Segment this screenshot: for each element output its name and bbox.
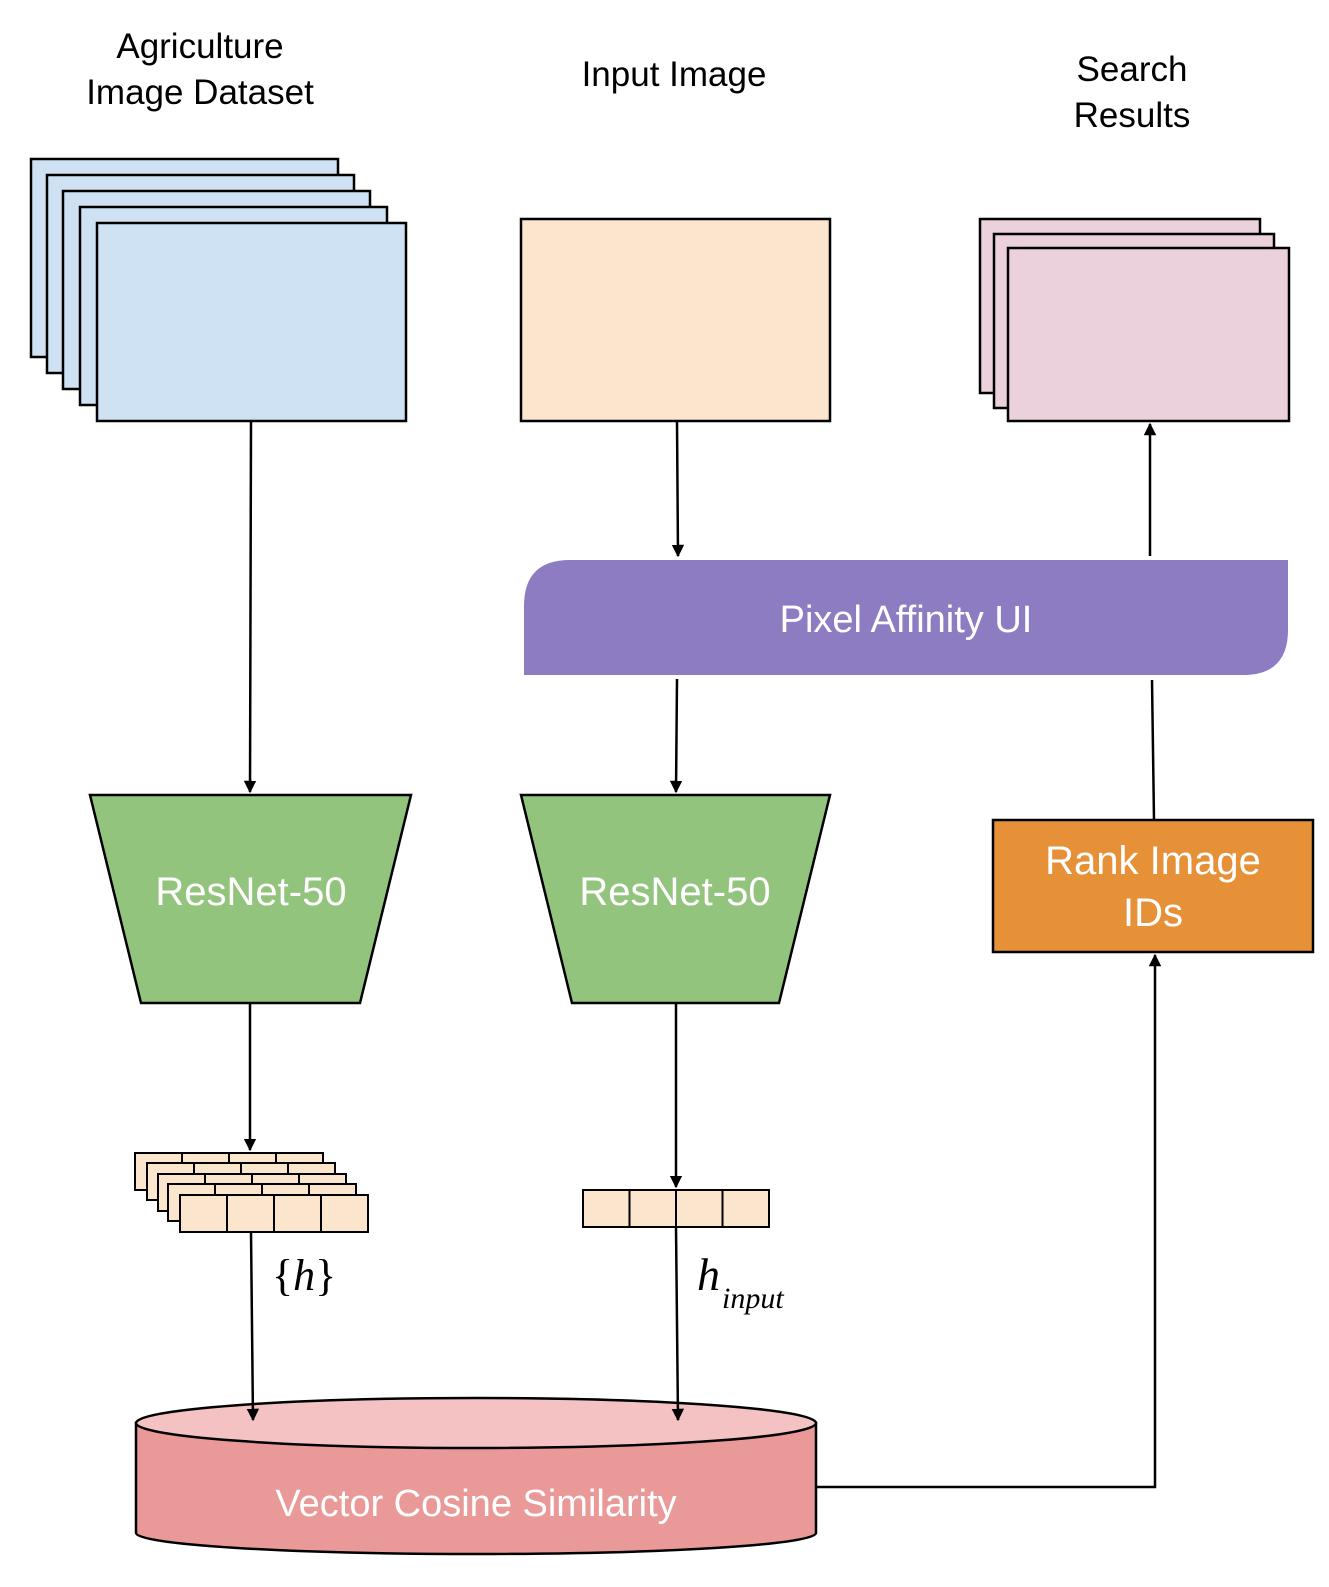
arrow-dataset-to-resnet bbox=[243, 420, 257, 794]
arrow-vectors-to-similarity bbox=[246, 1231, 260, 1422]
dataset-image-card bbox=[95, 221, 408, 423]
rank-label-line1: Rank Image bbox=[1045, 839, 1261, 883]
results-header-line2: Results bbox=[1074, 96, 1191, 135]
vector-cell bbox=[675, 1189, 724, 1228]
dataset-header-line1: Agriculture bbox=[116, 27, 283, 66]
similarity-label: Vector Cosine Similarity bbox=[275, 1483, 676, 1525]
arrow-pixel-affinity-to-resnet bbox=[669, 678, 683, 794]
h-set-label: {h} bbox=[272, 1251, 336, 1300]
vector-cell bbox=[628, 1189, 677, 1228]
arrow-input-to-pixel-affinity bbox=[671, 420, 685, 558]
dataset-image-stack bbox=[29, 157, 408, 423]
cylinder-body bbox=[134, 1421, 818, 1556]
pixel-affinity-label: Pixel Affinity UI bbox=[780, 599, 1033, 641]
result-image-card bbox=[1006, 246, 1291, 423]
vector-cell bbox=[721, 1189, 770, 1228]
search-results-stack bbox=[978, 217, 1291, 423]
arrow-similarity-to-rank bbox=[816, 953, 1162, 1489]
pixel-affinity-ui-box bbox=[524, 560, 1288, 675]
connectors bbox=[243, 420, 1162, 1489]
resnet-right-block bbox=[519, 793, 832, 1005]
vector-cell bbox=[179, 1194, 228, 1233]
arrow-input-vector-to-similarity bbox=[671, 1226, 685, 1422]
cylinder-top bbox=[134, 1396, 818, 1450]
input-image-box bbox=[519, 217, 832, 423]
feature-vector-stack bbox=[134, 1152, 369, 1233]
vector-cell bbox=[582, 1189, 631, 1228]
vector-cell bbox=[226, 1194, 275, 1233]
resnet-left-block bbox=[88, 793, 413, 1005]
vector-cell bbox=[320, 1194, 369, 1233]
dataset-header-line2: Image Dataset bbox=[86, 73, 314, 112]
vector-cell bbox=[273, 1194, 322, 1233]
rank-image-ids-box bbox=[991, 818, 1315, 954]
rank-label-line2: IDs bbox=[1123, 891, 1183, 935]
resnet-left-label: ResNet-50 bbox=[155, 870, 346, 914]
input-header: Input Image bbox=[582, 55, 767, 94]
line-rank-to-pixel-affinity bbox=[1150, 679, 1156, 821]
resnet-right-label: ResNet-50 bbox=[579, 870, 770, 914]
input-feature-vector bbox=[582, 1189, 770, 1228]
vector-cosine-similarity-cylinder bbox=[134, 1396, 818, 1556]
results-header-line1: Search bbox=[1077, 50, 1188, 89]
h-input-label: hinput bbox=[697, 1249, 784, 1315]
